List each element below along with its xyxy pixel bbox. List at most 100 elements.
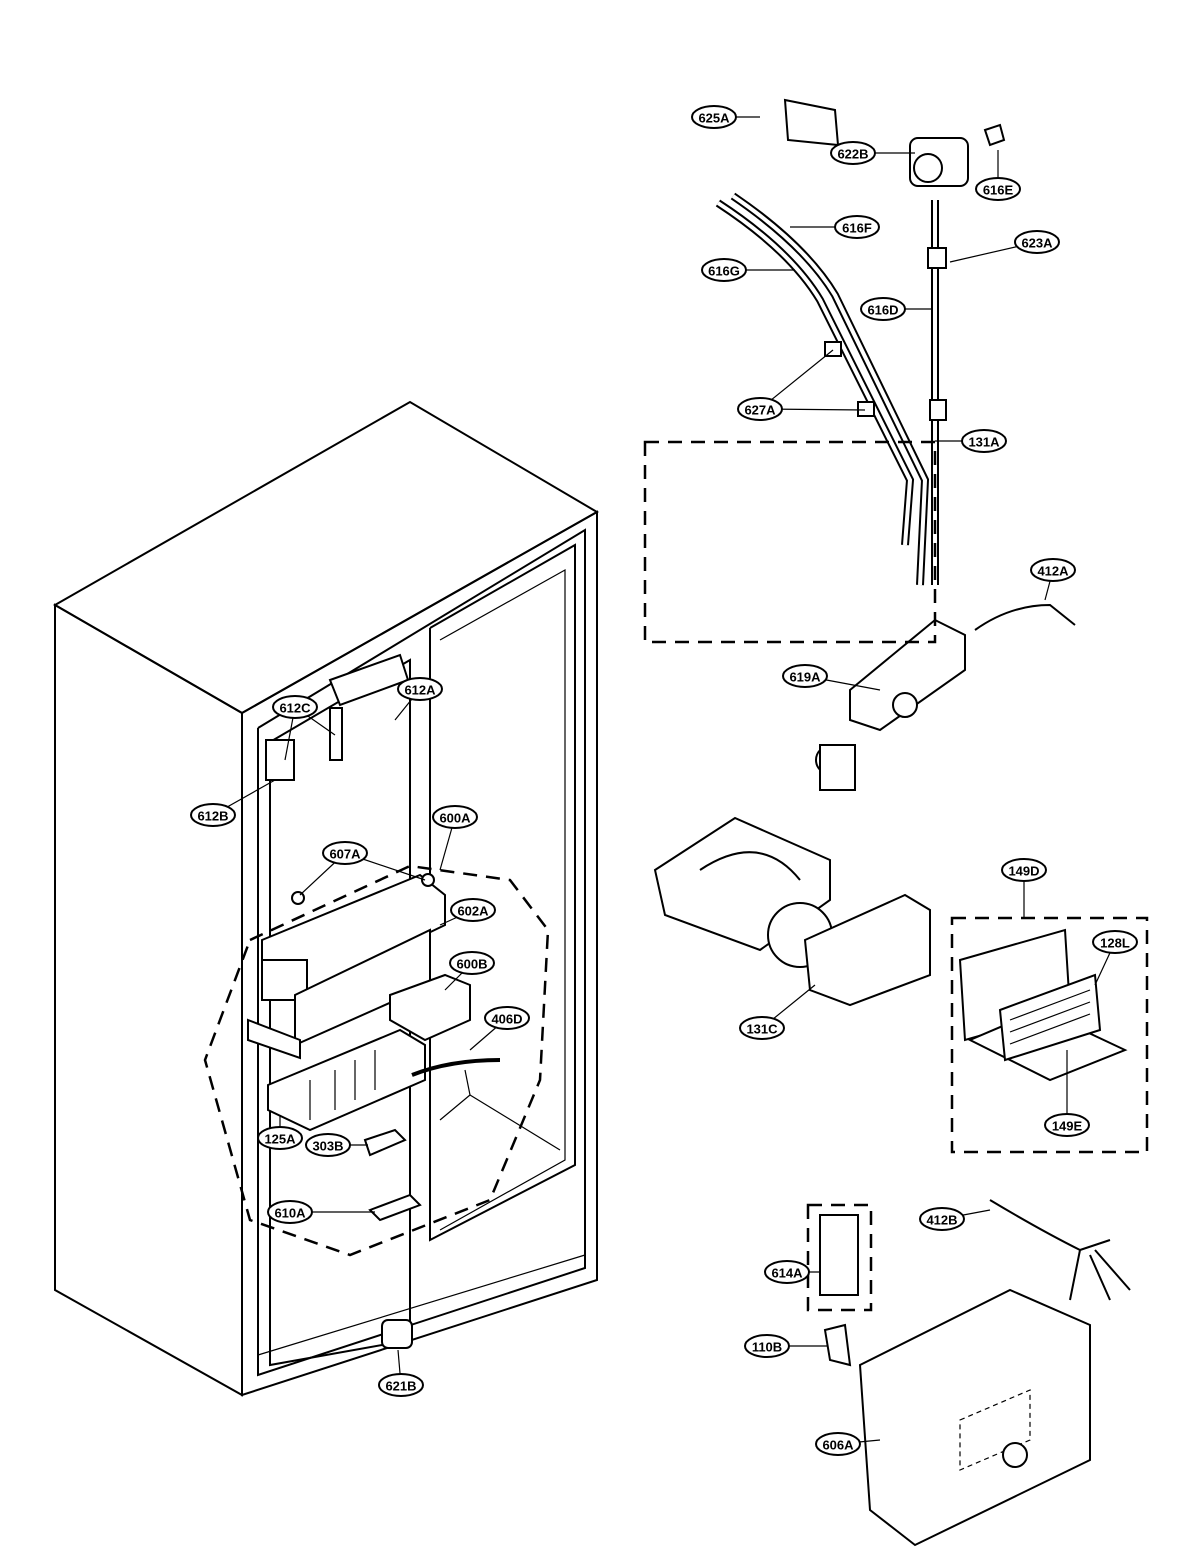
callout-text: 131C [746,1022,778,1037]
callout-text: 602A [457,904,489,919]
callout-600b: 600B [444,951,495,991]
callout-ellipse [267,1200,313,1224]
callout-627a: 627A [737,349,866,421]
callout-text: 125A [264,1132,296,1147]
callout-614a: 614A [764,1260,820,1284]
callout-text: 128L [1100,936,1130,951]
callout-600a: 600A [432,805,478,871]
switch-group-box [806,1203,873,1312]
callout-622b: 622B [830,141,915,165]
callout-text: 610A [274,1206,306,1221]
callout-612b: 612B [190,779,276,827]
callout-602a: 602A [439,898,496,926]
callout-ellipse [484,1006,530,1030]
switch-part [819,1214,859,1296]
callout-text: 600B [456,957,487,972]
callout-ellipse [1030,558,1076,582]
callout-text: 110B [752,1340,782,1355]
callout-ellipse [919,1207,965,1231]
callout-616g: 616G [701,258,795,282]
callout-text: 149E [1052,1119,1083,1134]
callout-612c: 612C [272,695,336,761]
callout-text: 131A [968,435,1000,450]
callout-110b: 110B [744,1334,828,1358]
callout-412a: 412A [1030,558,1076,601]
callout-616f: 616F [790,215,880,239]
callout-text: 412A [1037,564,1069,579]
callout-ellipse [737,397,783,421]
dispenser-frame [958,928,1128,1082]
callout-text: 303B [312,1139,343,1154]
callout-text: 607A [329,847,361,862]
callout-621b: 621B [378,1349,424,1397]
callout-ellipse [860,297,906,321]
callout-ellipse [691,105,737,129]
callout-ellipse [739,1016,785,1040]
callout-131a: 131A [935,429,1007,453]
dispenser-housing [858,1288,1091,1547]
water-fitting-part [381,1319,413,1349]
refrigerator-cabinet [52,400,600,1397]
water-valve [815,603,1076,791]
callout-ellipse [975,177,1021,201]
callout-text: 606A [822,1438,854,1453]
callout-ellipse [449,951,495,975]
callout-623a: 623A [949,230,1060,263]
callout-ellipse [257,1126,303,1150]
callout-412b: 412B [919,1207,991,1231]
callout-text: 625A [698,111,730,126]
callout-text: 612A [404,683,436,698]
callout-125a: 125A [257,1115,303,1150]
callout-616e: 616E [975,150,1021,201]
dispenser-frame-group-box [950,916,1149,1154]
callout-ellipse [1044,1113,1090,1137]
callout-text: 627A [744,403,776,418]
callout-ellipse [830,141,876,165]
callout-149e: 149E [1044,1050,1090,1137]
callout-ellipse [432,805,478,829]
callout-ellipse [378,1373,424,1397]
callout-text: 616E [983,183,1014,198]
callout-128l: 128L [1092,930,1138,986]
callout-ellipse [1001,858,1047,882]
bracket-part [823,1323,852,1367]
callout-ellipse [190,803,236,827]
callout-ellipse [815,1432,861,1456]
callout-text: 612C [279,701,311,716]
callout-ellipse [961,429,1007,453]
callout-text: 616D [867,303,898,318]
callout-text: 614A [771,1266,803,1281]
callout-text: 616G [708,264,740,279]
callout-text: 406D [491,1012,522,1027]
ice-bin [653,816,931,1007]
callout-131c: 131C [739,984,816,1040]
callout-ellipse [764,1260,810,1284]
callout-ellipse [322,841,368,865]
callout-text: 600A [439,811,471,826]
callout-625a: 625A [691,105,760,129]
callout-ellipse [1092,930,1138,954]
callout-ellipse [272,695,318,719]
callout-text: 619A [789,670,821,685]
callout-612a: 612A [394,677,443,721]
callout-607a: 607A [299,841,426,896]
callout-text: 616F [842,221,872,236]
callout-ellipse [450,898,496,922]
callout-ellipse [782,664,828,688]
callout-ellipse [834,215,880,239]
ice-maker-assembly [203,653,550,1257]
callout-ellipse [397,677,443,701]
callout-text: 149D [1008,864,1039,879]
callout-ellipse [305,1133,351,1157]
callout-ellipse [701,258,747,282]
ice-bin-group-box [643,440,937,644]
callout-ellipse [1014,230,1060,254]
callout-303b: 303B [305,1133,368,1157]
callout-text: 612B [197,809,228,824]
callout-610a: 610A [267,1200,375,1224]
water-tubing [715,98,1006,586]
callout-text: 623A [1021,236,1053,251]
callout-606a: 606A [815,1432,881,1456]
callout-149d: 149D [1001,858,1047,918]
